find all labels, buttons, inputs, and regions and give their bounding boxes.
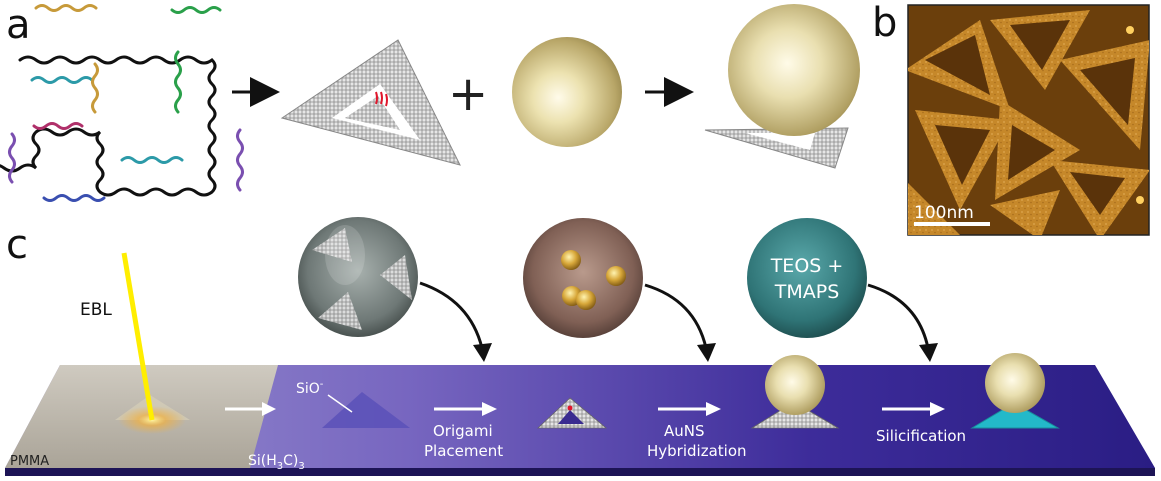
tmaps-label: TMAPS — [774, 281, 840, 303]
staple-strand — [8, 132, 16, 184]
patterned-site — [322, 392, 410, 428]
teos-tmaps-droplet: TEOS + TMAPS — [747, 218, 867, 338]
staple-strand — [42, 194, 106, 202]
step-2-label-line-2: Hybridization — [647, 442, 747, 460]
capture-strands — [375, 91, 388, 107]
ebl-label: EBL — [80, 300, 112, 320]
arrow-droplet-3 — [867, 283, 930, 349]
gold-nanosphere — [512, 37, 622, 147]
surface-label: Si(H3C)3 — [248, 453, 305, 472]
dna-scaffold-and-staples — [0, 4, 244, 202]
scale-bar-label: 100nm — [914, 203, 974, 223]
panel-label-b: b — [872, 0, 897, 46]
origami-solution-droplet — [298, 217, 418, 337]
scaffold-strand — [0, 55, 217, 197]
sio-pointer — [327, 394, 353, 413]
step-1-label-line-1: Origami — [433, 422, 493, 440]
substrate-edge — [5, 468, 1155, 476]
auns-solution-droplet — [523, 218, 643, 338]
panel-label-c: c — [6, 222, 28, 268]
plus-sign: + — [448, 66, 488, 122]
afm-image: 100nm — [907, 4, 1150, 236]
silicified-structure — [970, 353, 1060, 429]
dna-origami-triangle — [280, 39, 461, 166]
arrow-droplet-2 — [644, 283, 708, 349]
staple-strand — [34, 4, 98, 12]
gold-nanosphere-bound — [728, 4, 860, 136]
ebl-beam — [121, 252, 155, 421]
teos-label: TEOS + — [770, 255, 844, 277]
hybridized-auns — [750, 355, 840, 429]
pmma-label: PMMA — [10, 454, 49, 469]
step-3-label: Silicification — [876, 427, 966, 445]
staple-strand — [30, 76, 94, 84]
step-1-label-line-2: Placement — [424, 442, 503, 460]
staple-strand — [174, 50, 182, 114]
sio-label: SiO- — [296, 379, 324, 397]
placed-origami — [536, 397, 608, 429]
staple-strand — [236, 128, 244, 192]
staple-strand — [32, 122, 84, 130]
step-2-label-line-1: AuNS — [664, 422, 705, 440]
panel-label-a: a — [6, 2, 31, 48]
origami-sphere-assembly — [704, 4, 860, 169]
staple-strand — [91, 62, 99, 114]
staple-strand — [170, 6, 222, 14]
arrow-droplet-1 — [419, 281, 484, 349]
staple-strand — [120, 156, 184, 164]
